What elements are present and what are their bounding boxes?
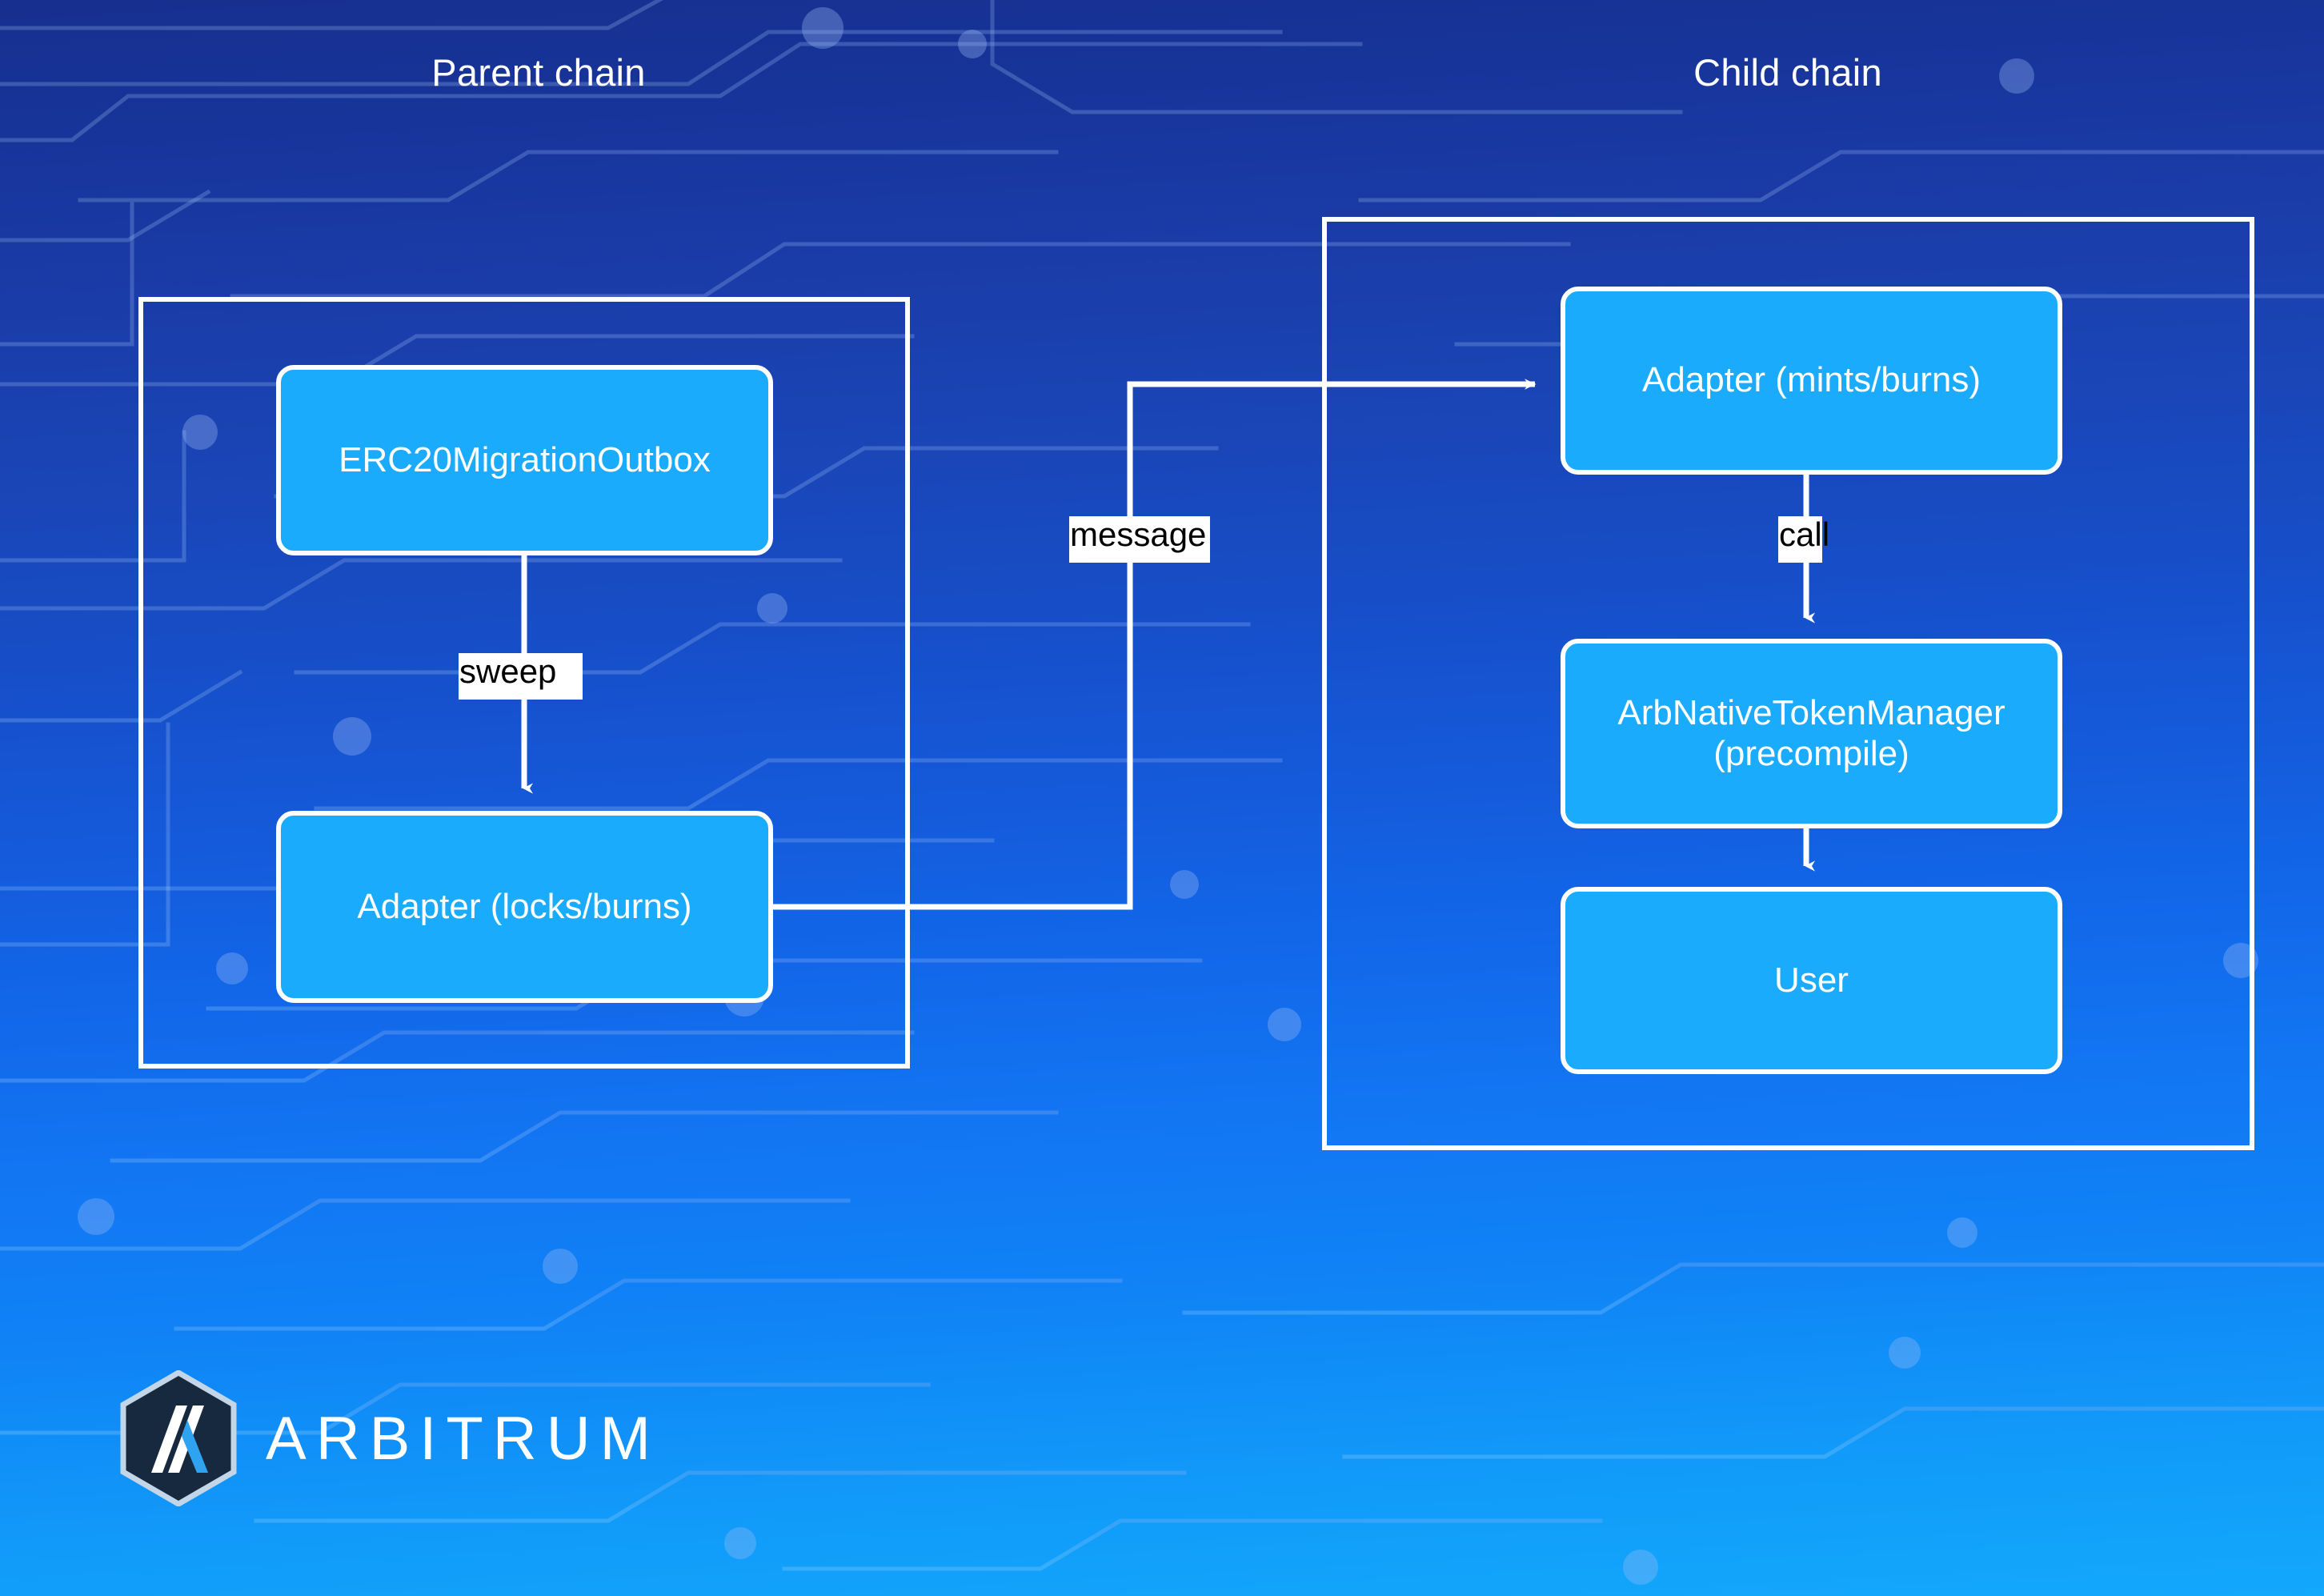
node-label-line1: ArbNativeTokenManager [1617,693,2005,733]
arbitrum-logo-lockup: ARBITRUM [118,1370,660,1506]
node-label: Adapter (locks/burns) [357,886,692,926]
child-chain-title: Child chain [1693,51,1882,94]
arbitrum-hex-logo-icon [120,1370,237,1506]
node-adapter-locks-burns[interactable]: Adapter (locks/burns) [276,811,773,1003]
node-adapter-mints-burns[interactable]: Adapter (mints/burns) [1561,287,2062,475]
edge-label-call: call [1778,516,1829,563]
node-label: User [1774,960,1849,1000]
edge-label-message: message [1069,516,1210,563]
parent-chain-container [138,297,910,1069]
arbitrum-wordmark: ARBITRUM [266,1404,660,1473]
edge-label-sweep: sweep [459,653,583,700]
node-erc20-migration-outbox[interactable]: ERC20MigrationOutbox [276,365,773,555]
parent-chain-title: Parent chain [431,51,646,94]
node-arb-native-token-manager[interactable]: ArbNativeTokenManager (precompile) [1561,639,2062,828]
node-label: ERC20MigrationOutbox [339,439,711,479]
node-user[interactable]: User [1561,887,2062,1074]
edge-message-line [773,379,1537,910]
child-chain-container [1322,217,2254,1150]
node-label-line2: (precompile) [1713,733,1909,773]
node-label: Adapter (mints/burns) [1641,360,1981,400]
